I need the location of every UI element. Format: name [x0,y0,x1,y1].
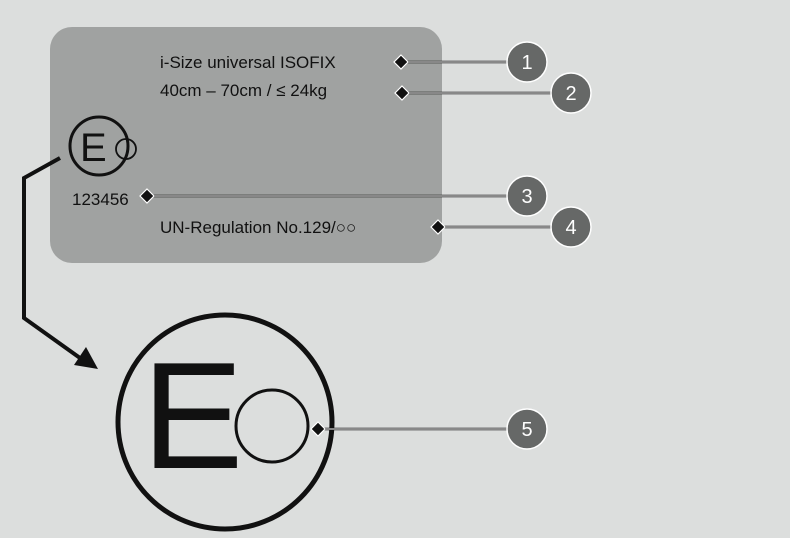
callout-4: 4 [550,206,592,248]
label-panel [50,27,442,263]
small-e-mark: E [68,115,137,177]
large-e-letter: E [142,331,243,501]
marker-4 [430,219,446,235]
svg-text:4: 4 [565,217,576,239]
leader-lines-highlight [147,61,552,430]
callouts: 1 2 3 4 5 [506,41,592,450]
large-e-mark: E [115,312,335,532]
leader-markers [139,54,446,437]
marker-1 [393,54,409,70]
regulation-text: UN-Regulation No.129/○○ [160,218,356,237]
callout-2: 2 [550,72,592,114]
label-line-2: 40cm – 70cm / ≤ 24kg [160,81,327,100]
svg-text:5: 5 [521,419,532,441]
enlargement-arrow [22,156,98,369]
marker-3 [139,188,155,204]
marker-5 [310,421,326,437]
approval-number: 123456 [72,190,129,209]
svg-text:2: 2 [565,83,576,105]
small-e-letter: E [80,126,107,170]
svg-text:1: 1 [521,52,532,74]
svg-text:3: 3 [521,186,532,208]
callout-1: 1 [506,41,548,83]
callout-3: 3 [506,175,548,217]
label-line-1: i-Size universal ISOFIX [160,53,336,72]
callout-5: 5 [506,408,548,450]
marker-2 [394,85,410,101]
